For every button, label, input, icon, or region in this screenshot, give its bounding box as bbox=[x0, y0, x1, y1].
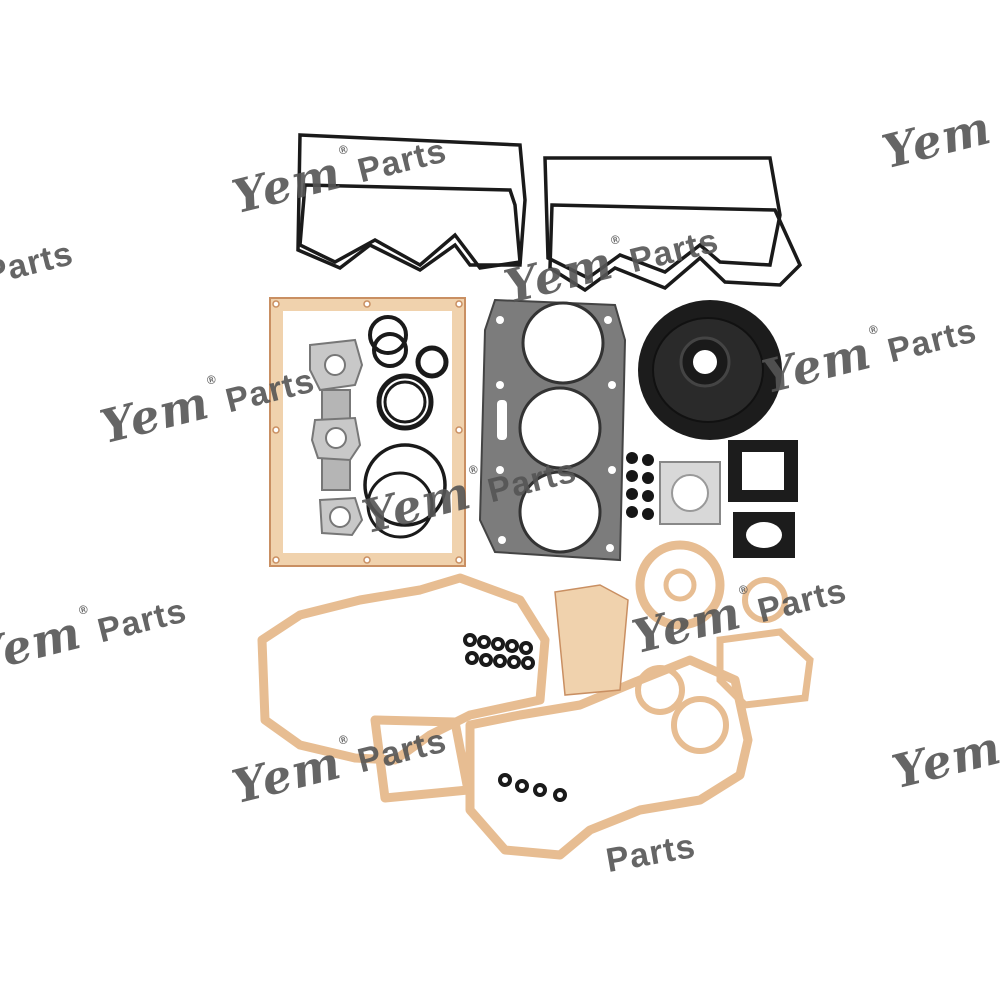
o-rings bbox=[363, 315, 449, 539]
flange-gaskets bbox=[659, 440, 798, 558]
valve-stem-seals bbox=[626, 452, 654, 520]
crank-seal bbox=[638, 300, 782, 440]
head-gasket bbox=[478, 298, 627, 562]
valve-cover-gaskets bbox=[296, 133, 803, 293]
small-o-rings bbox=[463, 633, 567, 802]
small-paper-gaskets bbox=[554, 540, 814, 754]
timing-cover-gaskets bbox=[257, 573, 753, 860]
exhaust-gaskets bbox=[309, 338, 364, 537]
